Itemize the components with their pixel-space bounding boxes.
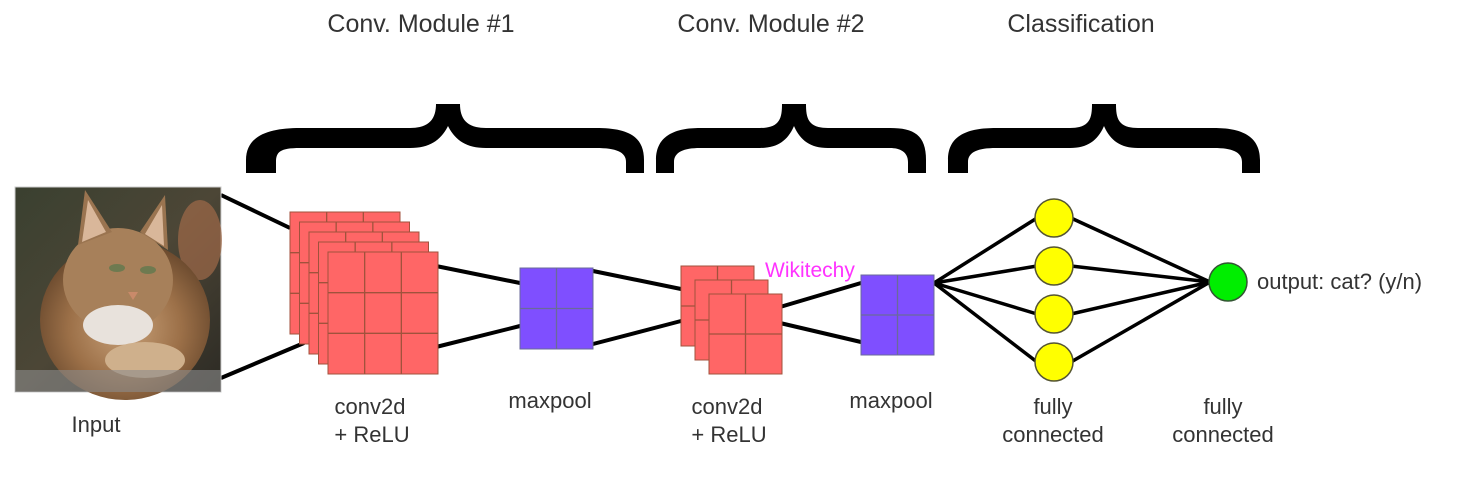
maxpool-grid xyxy=(860,274,935,356)
edge xyxy=(592,269,682,291)
edge xyxy=(435,264,521,285)
fc1-neurons xyxy=(1034,198,1074,382)
section-title-conv2: Conv. Module #2 xyxy=(677,10,864,38)
feature-map xyxy=(327,251,439,375)
fc-neuron xyxy=(1034,246,1074,286)
conv2-feature-maps xyxy=(680,265,783,375)
maxpool-grid xyxy=(519,267,594,350)
edge xyxy=(592,319,682,346)
input-image xyxy=(14,186,222,400)
edge xyxy=(435,324,521,349)
fc-neuron xyxy=(1034,294,1074,334)
maxpool1-label: maxpool xyxy=(508,388,591,413)
feature-map xyxy=(708,293,783,375)
conv1-label-line1: conv2d xyxy=(335,394,406,419)
section-title-classification: Classification xyxy=(1007,10,1154,38)
edge xyxy=(933,281,1038,316)
edge xyxy=(220,193,291,230)
edge xyxy=(1070,264,1211,284)
fc2-label-line1: fully xyxy=(1203,394,1242,419)
output-neuron xyxy=(1208,262,1248,302)
edge xyxy=(1070,216,1211,284)
brace-classification xyxy=(948,104,1260,173)
maxpool2-label: maxpool xyxy=(849,388,932,413)
brace-conv2 xyxy=(656,104,926,173)
brace-conv1 xyxy=(246,104,644,173)
edge xyxy=(933,216,1038,285)
edge xyxy=(220,341,305,380)
braces xyxy=(246,104,1260,173)
fc-neuron xyxy=(1034,198,1074,238)
watermark: Wikitechy xyxy=(765,259,855,282)
conv1-feature-maps xyxy=(289,211,439,375)
edge xyxy=(779,281,862,309)
fc1-label-line1: fully xyxy=(1033,394,1072,419)
fc-edges xyxy=(932,216,1211,364)
conv1-label-line2: + ReLU xyxy=(334,422,409,447)
edge xyxy=(1070,280,1211,364)
edges xyxy=(220,193,862,380)
maxpool2-block xyxy=(860,274,935,356)
edge xyxy=(779,321,862,344)
edge xyxy=(933,264,1038,285)
fc1-label-line2: connected xyxy=(1002,422,1104,447)
output-label: output: cat? (y/n) xyxy=(1257,269,1422,294)
edge xyxy=(932,281,1039,364)
fc2-label-line2: connected xyxy=(1172,422,1274,447)
section-title-conv1: Conv. Module #1 xyxy=(327,10,514,38)
conv2-label-line1: conv2d xyxy=(692,394,763,419)
conv2-label-line2: + ReLU xyxy=(691,422,766,447)
fc-neuron xyxy=(1034,342,1074,382)
input-label: Input xyxy=(72,412,121,437)
fc2-neurons xyxy=(1208,262,1248,302)
edge xyxy=(1070,280,1211,316)
maxpool1-block xyxy=(519,267,594,350)
